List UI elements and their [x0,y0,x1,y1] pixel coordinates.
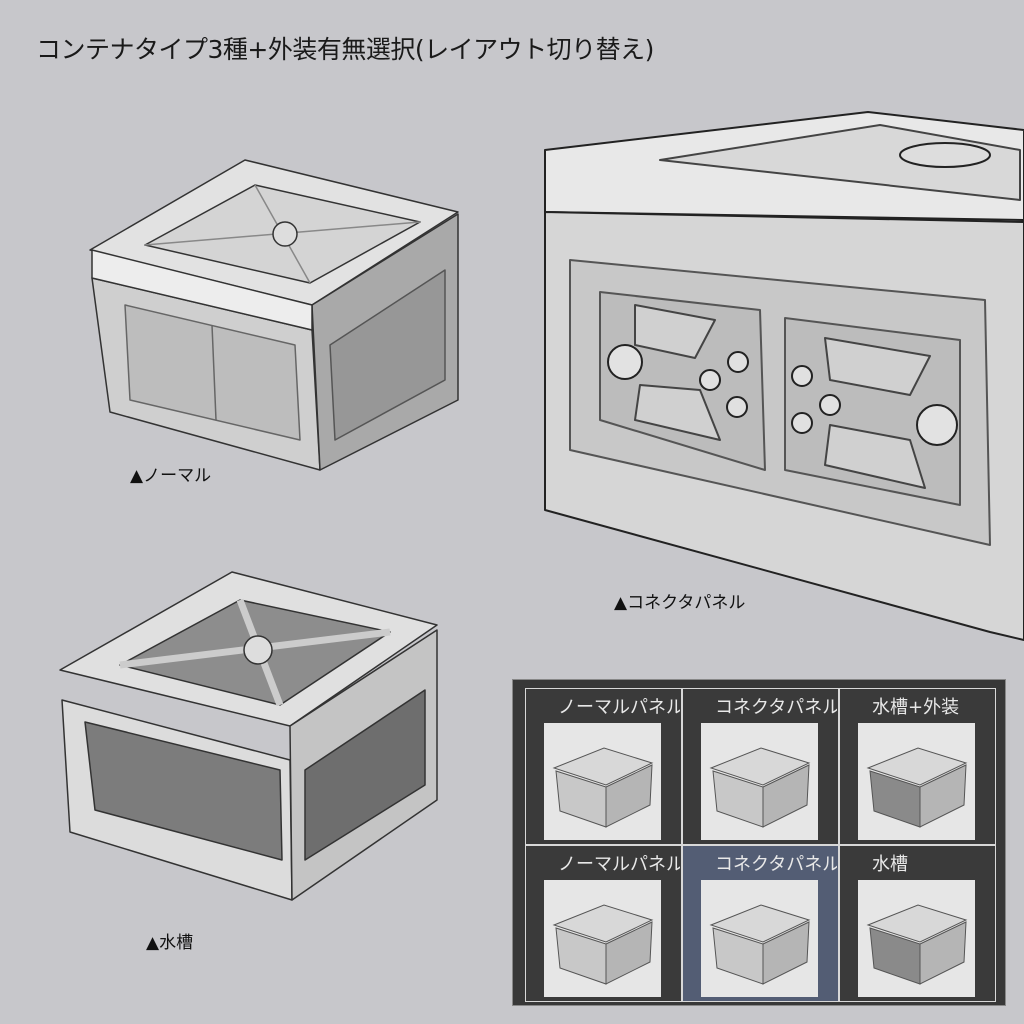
layout-option-label: 水槽+外装 [872,697,960,718]
layout-option-1[interactable]: ノーマルパネル+外装 [526,689,681,844]
connector-panel-with-exterior-thumbnail [701,723,818,840]
layout-option-label: コネクタパネル [715,854,837,875]
normal-panel-with-exterior-thumbnail [544,723,661,840]
aquarium-with-exterior-thumbnail [858,723,975,840]
connector-panel-container-image [544,111,1024,641]
layout-option-3[interactable]: 水槽+外装 [840,689,995,844]
layout-option-6[interactable]: 水槽 [840,846,995,1001]
caption-connector-panel: ▲コネクタパネル [614,593,746,613]
layout-option-4[interactable]: ノーマルパネル [526,846,681,1001]
layout-option-5[interactable]: コネクタパネル [683,846,838,1001]
caption-aquarium: ▲水槽 [146,933,194,953]
page-title: コンテナタイプ3種+外装有無選択(レイアウト切り替え) [36,35,654,64]
aquarium-thumbnail [858,880,975,997]
normal-panel-thumbnail [544,880,661,997]
caption-normal: ▲ノーマル [130,466,212,486]
connector-panel-thumbnail [701,880,818,997]
layout-option-label: 水槽 [872,854,908,875]
layout-option-label: ノーマルパネル [558,854,680,875]
layout-option-2[interactable]: コネクタパネル+外装 [683,689,838,844]
aquarium-container-image [59,571,438,901]
layout-option-label: ノーマルパネル+外装 [558,697,680,718]
layout-option-label: コネクタパネル+外装 [715,697,837,718]
normal-container-image [89,159,459,471]
